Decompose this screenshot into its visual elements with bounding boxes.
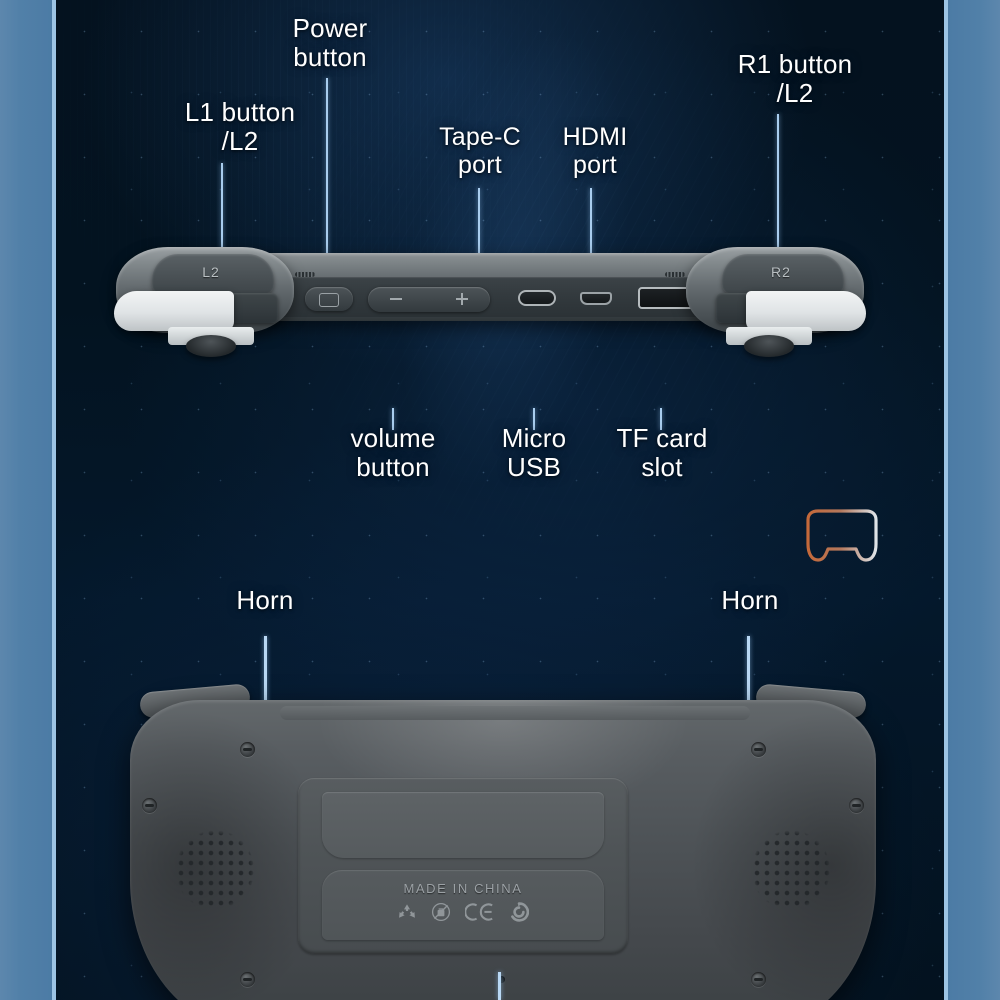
- back-label-panel: MADE IN CHINA: [298, 778, 628, 954]
- leader-l1-l2: [221, 163, 223, 273]
- frame-hairline-right: [944, 0, 948, 1000]
- leader-hdmi: [590, 188, 592, 293]
- frame-border-right: [948, 0, 1000, 1000]
- leader-power-button: [326, 78, 328, 262]
- callout-volume-button: volume button: [350, 423, 436, 482]
- ce-mark-icon: [465, 902, 495, 922]
- speaker-grille-right-icon: [752, 828, 830, 912]
- handheld-console-back-view: MADE IN CHINA: [118, 683, 888, 1000]
- screw-icon: [240, 972, 255, 987]
- screw-icon: [751, 742, 766, 757]
- gamepad-outline-icon: [796, 508, 888, 570]
- screw-icon: [751, 972, 766, 987]
- console-back-shell: MADE IN CHINA: [130, 700, 876, 1000]
- leader-microphone: [498, 972, 501, 1000]
- r2-button-label: R2: [771, 264, 791, 280]
- back-panel-lower-recess: [322, 870, 604, 940]
- leader-tf-card: [660, 408, 662, 430]
- green-dot-mark-icon: [509, 902, 529, 922]
- volume-up-icon-bar: [461, 293, 463, 305]
- power-button-icon: [319, 293, 339, 307]
- back-panel-upper-recess: [322, 792, 604, 858]
- grip-left: [114, 291, 234, 331]
- leader-r1-l2: [777, 114, 779, 272]
- weee-mark-icon: [431, 902, 451, 922]
- back-top-rail: [280, 706, 750, 720]
- volume-down-icon: [390, 298, 402, 300]
- l2-button[interactable]: [152, 254, 274, 294]
- frame-hairline-left: [52, 0, 56, 1000]
- vent-left-icon: [295, 272, 315, 277]
- microphone-hole: [498, 976, 505, 983]
- l2-button-label: L2: [202, 264, 220, 280]
- leader-micro-usb: [533, 408, 535, 430]
- made-in-china-text: MADE IN CHINA: [403, 881, 523, 896]
- compliance-marks: [298, 902, 628, 922]
- vent-right-icon: [665, 272, 685, 277]
- screw-icon: [240, 742, 255, 757]
- analog-stick-right[interactable]: [744, 335, 794, 357]
- callout-power-button: Power button: [292, 13, 368, 72]
- analog-stick-left[interactable]: [186, 335, 236, 357]
- frame-border-left: [0, 0, 52, 1000]
- handheld-console-top-edge-view: L2 L1 R2 R1: [110, 243, 870, 368]
- leader-type-c: [478, 188, 480, 288]
- recycle-mark-icon: [397, 903, 417, 921]
- screw-icon: [849, 798, 864, 813]
- callout-hdmi-port: HDMI port: [562, 123, 628, 179]
- callout-micro-usb: Micro USB: [501, 423, 567, 482]
- r2-button[interactable]: [722, 254, 844, 294]
- callout-r1-l2: R1 button /L2: [737, 49, 853, 108]
- screw-icon: [142, 798, 157, 813]
- micro-usb-port: [580, 292, 612, 305]
- callout-horn-left: Horn: [236, 585, 294, 615]
- volume-button[interactable]: [368, 287, 490, 312]
- grip-right: [746, 291, 866, 331]
- callout-type-c-port: Tape-C port: [439, 123, 521, 179]
- callout-tf-card-slot: TF card slot: [616, 423, 708, 482]
- power-button[interactable]: [305, 287, 353, 311]
- usb-c-port: [518, 290, 556, 306]
- callout-l1-l2: L1 button /L2: [184, 97, 296, 156]
- leader-volume-button: [392, 408, 394, 430]
- speaker-grille-left-icon: [176, 828, 254, 912]
- callout-horn-right: Horn: [721, 585, 779, 615]
